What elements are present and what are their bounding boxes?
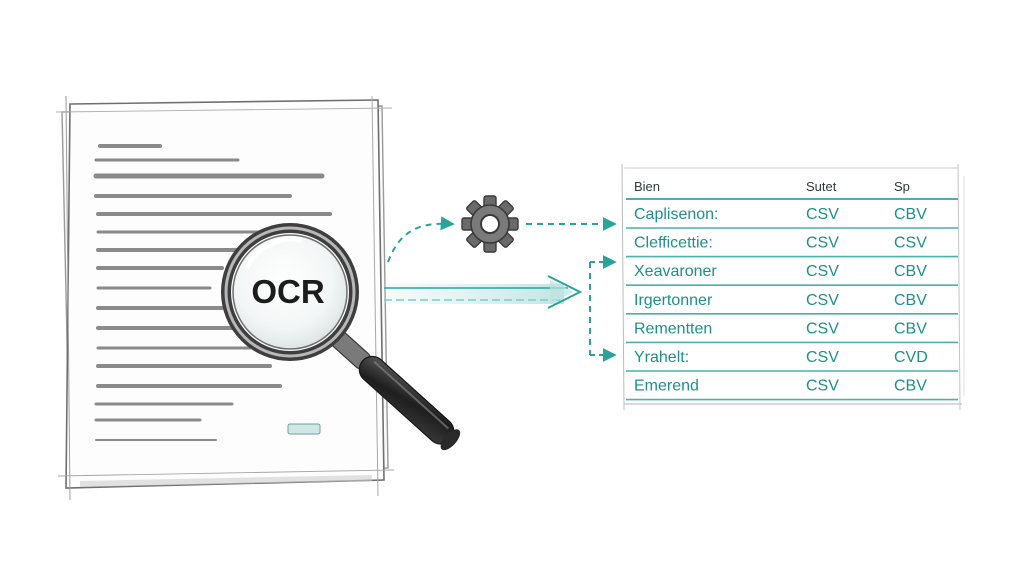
table-cell: Irgertonner xyxy=(634,292,713,309)
table-row-dividers xyxy=(626,198,958,401)
source-document xyxy=(55,95,395,501)
table-cell: CSV xyxy=(806,206,839,223)
table-cell: CBV xyxy=(894,263,927,280)
table-cell: CSV xyxy=(806,263,839,280)
magnifier-icon: OCR xyxy=(221,223,461,451)
table-cell: Clefficettie: xyxy=(634,235,713,252)
table-cell: CSV xyxy=(806,292,839,309)
flow-arrows xyxy=(384,216,617,362)
table-cell: CSV xyxy=(894,235,927,252)
table-cell: Caplisenon: xyxy=(634,206,719,223)
document-text-lines xyxy=(93,144,332,441)
table-header-cell: Bien xyxy=(634,179,660,194)
table-cell: CBV xyxy=(894,378,927,395)
table-cell: Xeavaroner xyxy=(634,263,717,280)
arrow-to-gear xyxy=(387,216,455,263)
table-cell: CSV xyxy=(806,378,839,395)
table-cell: CVD xyxy=(894,349,928,366)
table-cell: Emerend xyxy=(634,378,699,395)
ocr-label: OCR xyxy=(251,273,325,310)
table-cell: Yrahelt: xyxy=(634,349,689,366)
table-cell: CSV xyxy=(806,320,839,337)
document-stamp xyxy=(287,423,321,435)
table-cell: CBV xyxy=(894,206,927,223)
gear-icon xyxy=(461,195,519,253)
table-cell: Rementten xyxy=(634,320,712,337)
table-header-cell: Sutet xyxy=(806,179,837,194)
table-header-cell: Sp xyxy=(894,179,910,194)
main-flow-band xyxy=(384,284,564,304)
table-cell: CSV xyxy=(806,349,839,366)
table-cell: CSV xyxy=(806,235,839,252)
main-flow-arrowhead xyxy=(547,275,583,309)
table-cell: CBV xyxy=(894,320,927,337)
table-cell: CBV xyxy=(894,292,927,309)
